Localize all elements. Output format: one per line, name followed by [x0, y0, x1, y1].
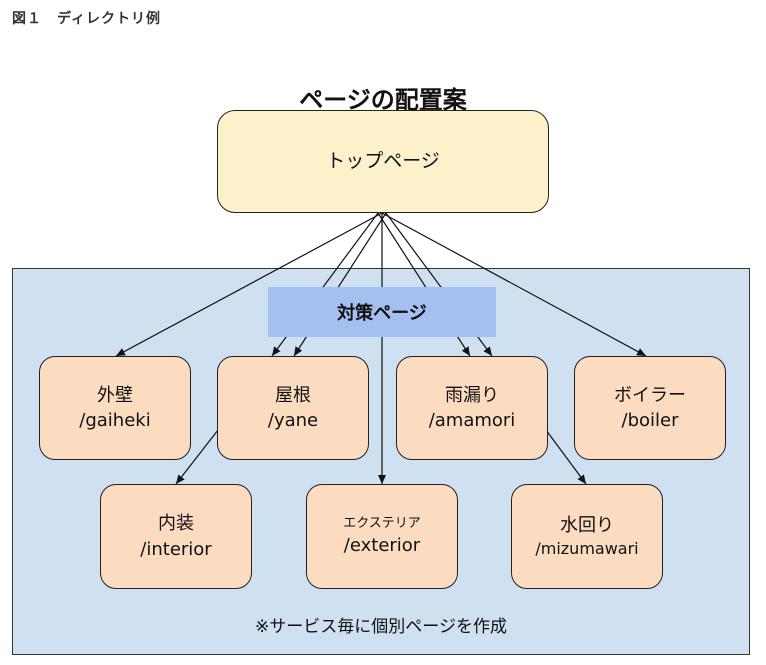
node-boiler: ボイラー /boiler	[574, 356, 726, 460]
edge-top-boiler	[381, 212, 647, 357]
node-exterior-path: /exterior	[343, 535, 421, 556]
node-interior: 内装 /interior	[100, 484, 252, 589]
node-yane: 屋根 /yane	[217, 356, 369, 460]
edge-top-gaiheki	[115, 212, 383, 357]
node-yane-name: 屋根	[275, 384, 311, 406]
node-amamori-name: 雨漏り	[445, 384, 499, 406]
node-interior-name: 内装	[158, 513, 194, 535]
edge-yane-interior	[175, 429, 219, 485]
node-yane-path: /yane	[267, 410, 319, 431]
node-mizumawari-path: /mizumawari	[535, 538, 639, 558]
edge-amamori-mizumawari	[545, 429, 587, 485]
node-exterior: エクステリア /exterior	[306, 484, 458, 589]
node-gaiheki: 外壁 /gaiheki	[39, 356, 191, 460]
node-mizumawari-name: 水回り	[560, 514, 614, 536]
node-amamori-path: /amamori	[428, 410, 516, 431]
node-boiler-name: ボイラー	[614, 384, 686, 406]
diagram-title: ページの配置案	[299, 86, 467, 114]
node-boiler-path: /boiler	[621, 410, 679, 431]
node-top-page: トップページ	[217, 110, 549, 213]
note-text: ※サービス毎に個別ページを作成	[255, 617, 507, 637]
node-interior-path: /interior	[140, 538, 212, 560]
node-amamori: 雨漏り /amamori	[396, 356, 548, 460]
banner-measures: 対策ページ	[268, 287, 496, 337]
node-gaiheki-name: 外壁	[97, 384, 133, 406]
node-top-page-label: トップページ	[326, 150, 440, 173]
node-gaiheki-path: /gaiheki	[79, 410, 151, 431]
node-exterior-name: エクステリア	[343, 515, 421, 531]
figure-label: 図１ ディレクトリ例	[12, 11, 162, 27]
node-mizumawari: 水回り /mizumawari	[511, 484, 663, 589]
